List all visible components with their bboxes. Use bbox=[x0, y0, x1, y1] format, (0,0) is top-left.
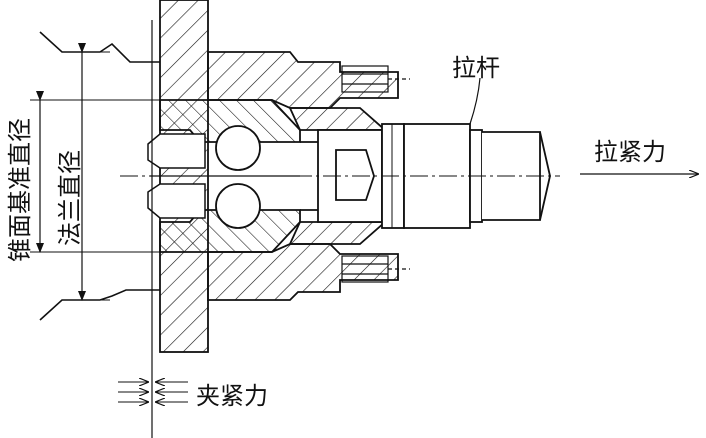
spindle-nose-outline bbox=[39, 31, 160, 321]
tool-body-section bbox=[159, 51, 399, 301]
clamp-force-label: 夹紧力 bbox=[196, 382, 268, 410]
pull-rod-label: 拉杆 bbox=[452, 54, 500, 82]
flange-diameter-label: 法兰直径 bbox=[56, 150, 84, 246]
pull-force-label: 拉紧力 bbox=[594, 138, 666, 166]
cone-reference-diameter-label: 锥面基准直径 bbox=[6, 118, 34, 262]
locking-balls bbox=[215, 125, 261, 229]
screw-holes bbox=[341, 65, 410, 283]
clamp-force-arrows bbox=[118, 382, 188, 402]
pull-rod-leader bbox=[469, 77, 481, 125]
dimension-lines bbox=[30, 43, 160, 301]
collet-fingers bbox=[147, 133, 300, 219]
